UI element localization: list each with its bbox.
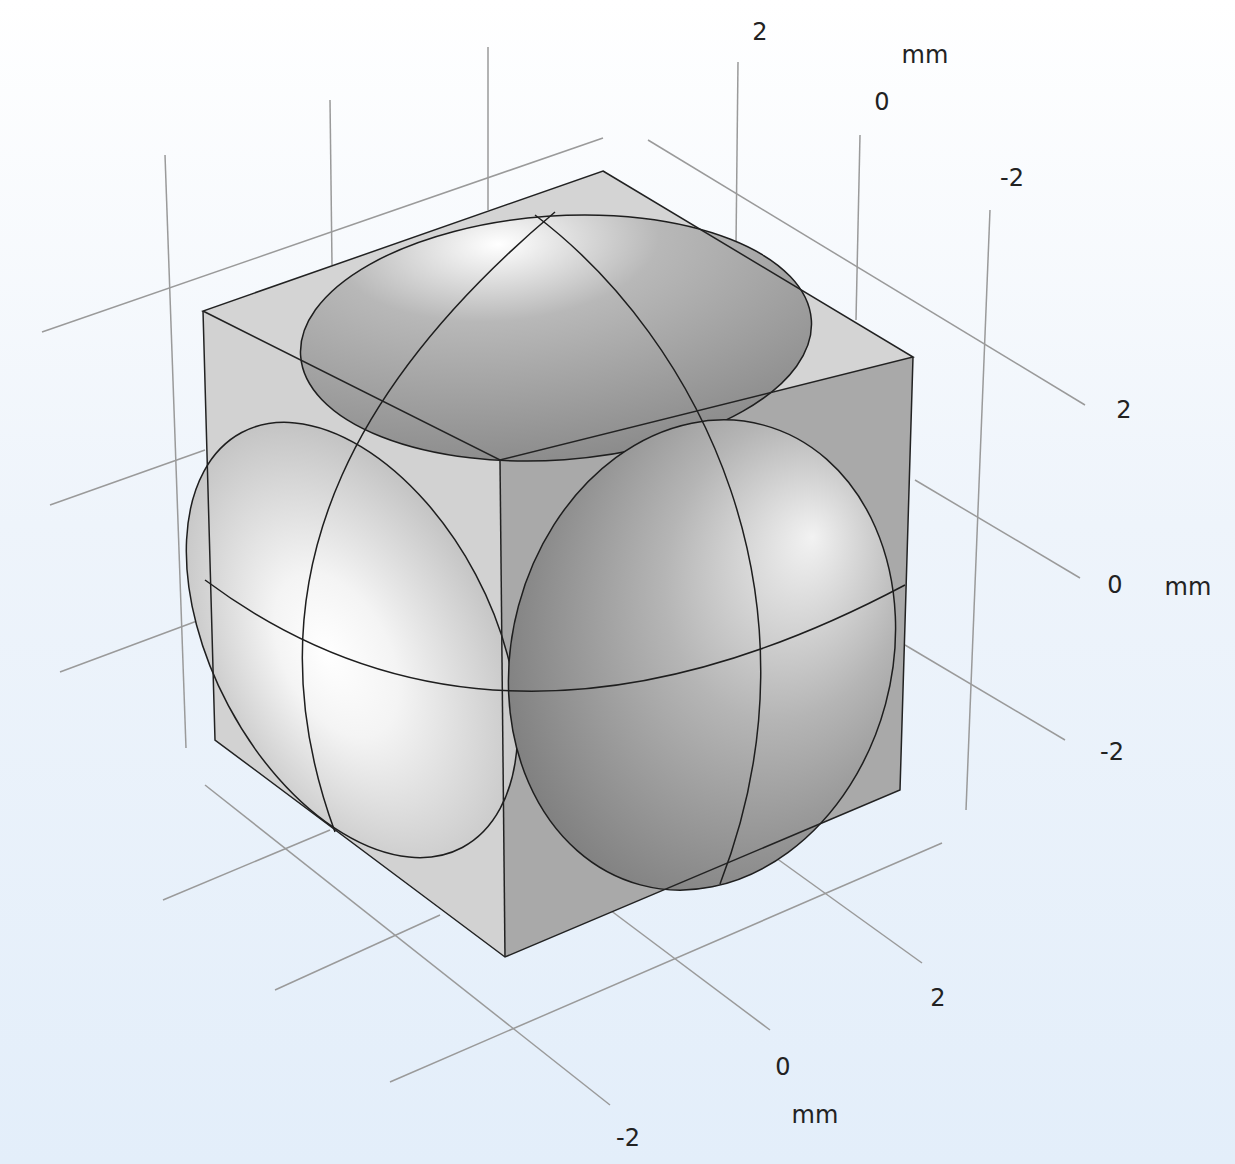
axis-tick-label: 2: [1116, 398, 1131, 422]
axis-tick-label: 0: [775, 1055, 790, 1079]
axis-tick-label: 2: [752, 20, 767, 44]
axis-tick-label: -2: [1100, 740, 1124, 764]
grid-lines: [42, 47, 1085, 1105]
axis-tick-label: 2: [930, 986, 945, 1010]
sphere-edges: [205, 212, 905, 884]
sphere-caps: [118, 198, 947, 934]
axis-tick-label: mm: [1165, 575, 1212, 599]
axis-tick-label: -2: [616, 1126, 640, 1150]
axis-tick-label: mm: [792, 1103, 839, 1127]
axis-tick-label: 0: [874, 90, 889, 114]
axis-tick-label: mm: [902, 43, 949, 67]
cube-edges: [203, 171, 913, 957]
axis-tick-label: -2: [1000, 166, 1024, 190]
axis-tick-label: 0: [1107, 573, 1122, 597]
